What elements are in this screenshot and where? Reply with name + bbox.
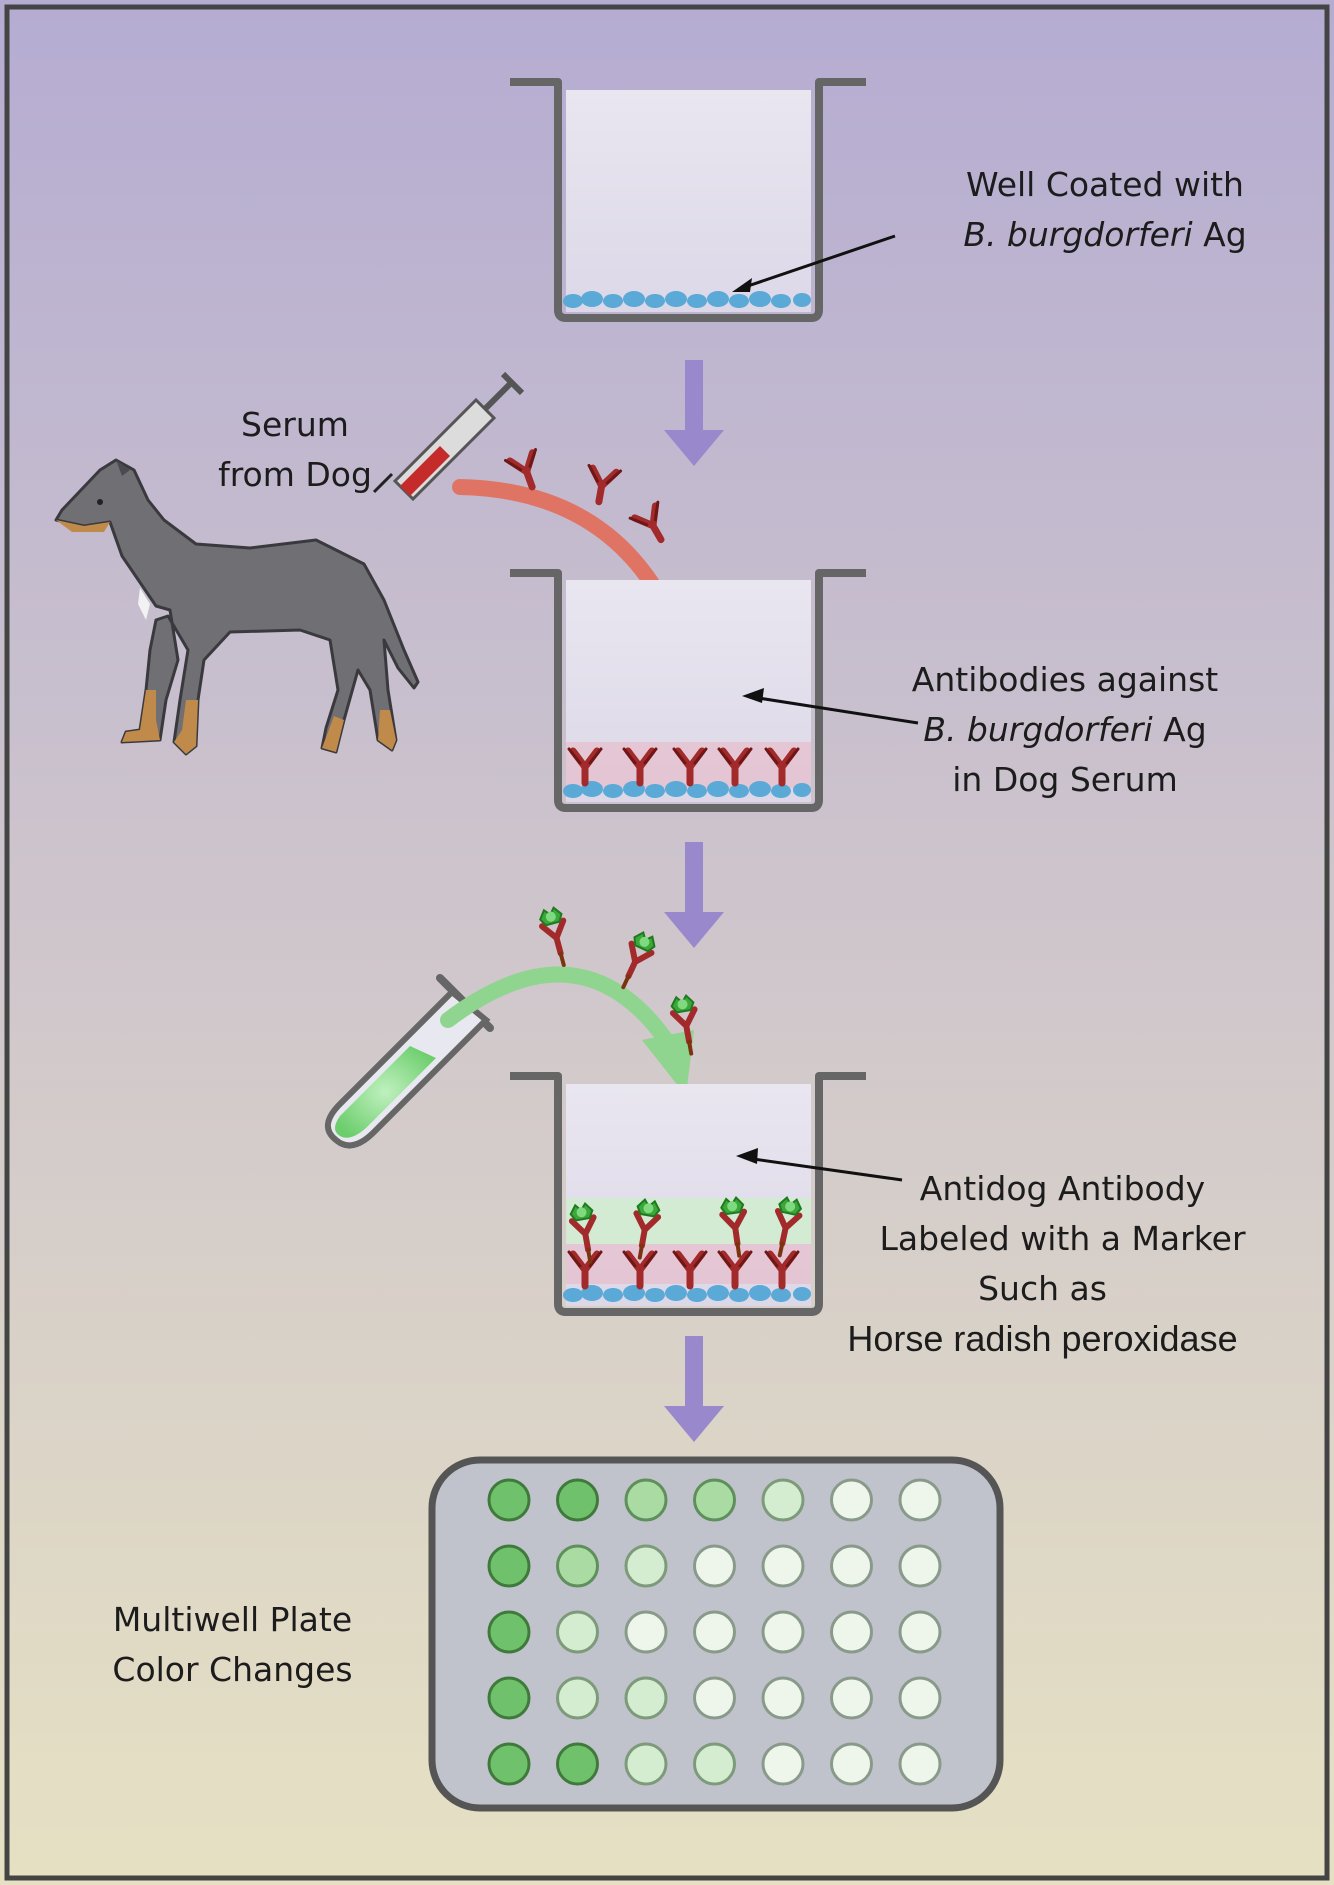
label-antidog-line4: Horse radish peroxidase — [847, 1318, 1238, 1359]
plate-well-r3-c6 — [830, 1610, 873, 1654]
well-1 — [510, 78, 866, 322]
pointer-arrowhead-marker — [736, 1148, 758, 1164]
plate-well-r3-c3 — [624, 1610, 668, 1654]
label-well-coated-species: B. burgdorferi — [963, 215, 1193, 254]
plate-well-r1-c4 — [693, 1478, 736, 1522]
label-antibodies-against: Antibodies against B. burgdorferi Ag in … — [865, 655, 1265, 805]
plate-well-r3-c4 — [693, 1610, 736, 1654]
antigen-layer — [563, 291, 811, 308]
syringe-illustration — [372, 371, 525, 502]
label-antidog-antibody: Antidog Antibody Labeled with a Marker S… — [800, 1164, 1325, 1364]
pointer-arrow-antibody — [751, 695, 919, 725]
well-3 — [510, 1072, 866, 1316]
plate-well-r4-c6 — [830, 1676, 873, 1720]
test-tube-illustration — [325, 974, 494, 1149]
pointer-arrowhead-antigen — [732, 278, 752, 292]
label-antibodies-tail: Ag — [1152, 710, 1207, 749]
label-antidog-line2: Labeled with a Marker — [879, 1219, 1246, 1258]
plate-well-r2-c4 — [693, 1544, 736, 1588]
plate-well-r3-c7 — [898, 1610, 942, 1654]
plate-well-r5-c6 — [830, 1742, 873, 1786]
plate-well-r5-c7 — [898, 1742, 942, 1786]
label-antidog-line1: Antidog Antibody — [919, 1169, 1206, 1208]
pointer-arrowhead-antibody — [742, 688, 764, 703]
plate-well-r2-c2 — [556, 1544, 599, 1588]
label-antibodies-line2: B. burgdorferi Ag — [865, 705, 1265, 755]
plate-well-r5-c4 — [693, 1742, 736, 1786]
plate-well-r5-c1 — [487, 1742, 531, 1786]
multiwell-plate — [428, 1456, 1004, 1812]
plate-well-r5-c5 — [761, 1742, 805, 1786]
dog-illustration — [54, 458, 420, 756]
label-antidog-line3: Such as — [978, 1269, 1107, 1308]
step-arrow-3 — [664, 1336, 724, 1442]
plate-well-r2-c7 — [898, 1544, 942, 1588]
label-multiwell-plate: Multiwell Plate Color Changes — [80, 1595, 385, 1695]
label-plate-line2: Color Changes — [112, 1650, 353, 1689]
plate-well-r4-c7 — [898, 1676, 942, 1720]
serum-arrow — [452, 479, 670, 608]
plate-well-r5-c2 — [556, 1742, 599, 1786]
plate-well-r4-c5 — [761, 1676, 805, 1720]
plate-well-r4-c4 — [693, 1676, 736, 1720]
frame-border — [4, 4, 1330, 1881]
label-antibodies-line3: in Dog Serum — [952, 760, 1178, 799]
reagent-arrow — [440, 966, 674, 1048]
label-plate-line1: Multiwell Plate — [112, 1600, 353, 1639]
plate-well-r2-c5 — [761, 1544, 805, 1588]
plate-well-r4-c1 — [487, 1676, 531, 1720]
reagent-arrowhead — [642, 1030, 694, 1096]
step-arrow-1 — [664, 360, 724, 466]
label-well-coated: Well Coated with B. burgdorferi Ag — [880, 160, 1330, 260]
plate-well-r3-c2 — [556, 1610, 599, 1654]
label-serum-line1: Serum — [241, 405, 349, 444]
plate-well-r5-c3 — [624, 1742, 668, 1786]
plate-well-r3-c1 — [487, 1610, 531, 1654]
label-well-coated-tail: Ag — [1192, 215, 1247, 254]
plate-well-r1-c5 — [761, 1478, 805, 1522]
plate-well-r1-c2 — [556, 1478, 599, 1522]
plate-well-r1-c6 — [830, 1478, 873, 1522]
label-serum-line2: from Dog — [218, 455, 372, 494]
plate-well-r1-c7 — [898, 1478, 942, 1522]
plate-well-r4-c3 — [624, 1676, 668, 1720]
label-well-coated-line2: B. burgdorferi Ag — [880, 210, 1330, 260]
plate-well-r3-c5 — [761, 1610, 805, 1654]
plate-well-r4-c2 — [556, 1676, 599, 1720]
well-2 — [510, 569, 866, 812]
label-antibodies-species: B. burgdorferi — [923, 710, 1153, 749]
plate-well-r2-c6 — [830, 1544, 873, 1588]
plate-well-r1-c1 — [487, 1478, 531, 1522]
plate-well-r2-c3 — [624, 1544, 668, 1588]
pointer-arrow-antigen — [741, 234, 896, 290]
step-arrow-2 — [664, 842, 724, 948]
plate-well-r1-c3 — [624, 1478, 668, 1522]
label-antibodies-line1: Antibodies against — [911, 660, 1219, 699]
plate-wells — [487, 1478, 942, 1786]
label-well-coated-line1: Well Coated with — [966, 165, 1244, 204]
plate-well-r2-c1 — [487, 1544, 531, 1588]
pointer-arrow-marker — [745, 1156, 903, 1182]
label-serum-from-dog: Serum from Dog — [190, 400, 400, 500]
